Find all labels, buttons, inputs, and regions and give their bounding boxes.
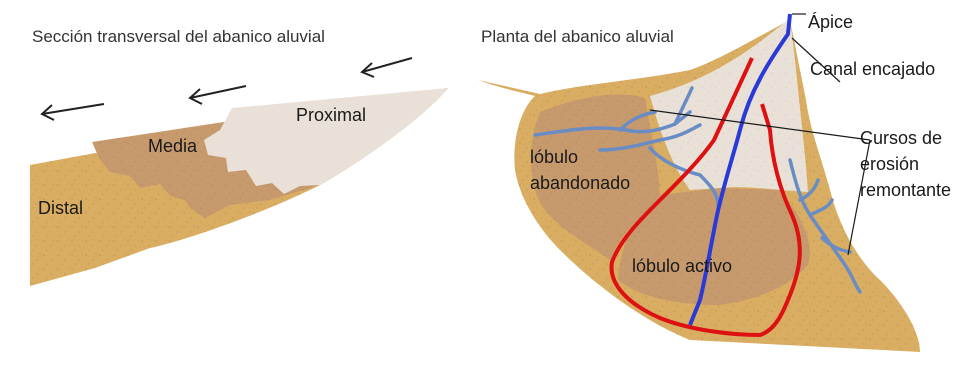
flow-arrow-2 bbox=[188, 85, 247, 105]
active-lobe-label: lóbulo activo bbox=[632, 256, 732, 276]
plan-view-title: Planta del abanico aluvial bbox=[481, 27, 674, 46]
apice-label: Ápice bbox=[808, 12, 853, 32]
incised-channel bbox=[688, 13, 792, 326]
cursos-label-line1: Cursos de bbox=[860, 128, 942, 148]
media-label: Media bbox=[148, 136, 198, 156]
canal-encajado-leader bbox=[791, 37, 841, 83]
cursos-label-line2: erosión bbox=[860, 154, 919, 174]
abandoned-lobe-label-line2: abandonado bbox=[530, 173, 630, 193]
flow-arrow-3 bbox=[40, 103, 105, 121]
leader-lines bbox=[649, 13, 871, 256]
proximal-zone bbox=[204, 88, 448, 194]
erosion-streams bbox=[533, 86, 862, 294]
flow-arrow-1 bbox=[360, 57, 413, 78]
active-channel bbox=[609, 57, 802, 337]
cursos-label-line3: remontante bbox=[860, 180, 951, 200]
distal-label: Distal bbox=[38, 198, 83, 218]
canal-encajado-label: Canal encajado bbox=[810, 59, 935, 79]
cursos-leader-left bbox=[649, 109, 871, 141]
cross-section-title: Sección transversal del abanico aluvial bbox=[32, 27, 325, 46]
cursos-leader-right bbox=[847, 139, 871, 256]
plan-view-panel: Planta del abanico aluvial bbox=[478, 12, 951, 352]
proximal-label: Proximal bbox=[296, 105, 366, 125]
cross-section-panel: Sección transversal del abanico aluvial … bbox=[30, 27, 448, 286]
abandoned-lobe-label-line1: lóbulo bbox=[530, 147, 578, 167]
